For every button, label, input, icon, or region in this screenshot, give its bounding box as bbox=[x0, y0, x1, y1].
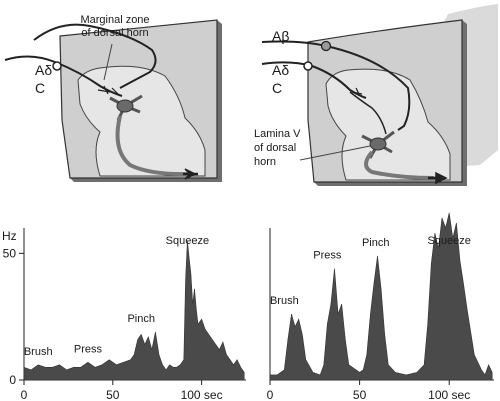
right-label-adelta: Aδ bbox=[272, 62, 289, 78]
stimulus-label: Brush bbox=[270, 295, 299, 307]
right-ganglion-cell bbox=[303, 61, 313, 71]
left-label-c: C bbox=[35, 80, 45, 96]
firing-rate-area bbox=[269, 212, 493, 381]
right-lamina-label-line3: horn bbox=[254, 156, 276, 168]
right-projection-axon bbox=[364, 150, 435, 180]
right-fiber-terminals bbox=[351, 87, 363, 97]
right-lamina-label-line1: Lamina V bbox=[254, 128, 301, 140]
stimulus-label: Pinch bbox=[362, 237, 390, 249]
left-ganglion-cell bbox=[52, 61, 62, 71]
right-lamina-v-neuron bbox=[361, 130, 395, 159]
stimulus-label: Squeeze bbox=[166, 235, 209, 247]
y-tick-label: 0 bbox=[9, 373, 16, 387]
x-tick-label: 100 sec bbox=[428, 388, 470, 401]
x-tick-label: 0 bbox=[21, 388, 28, 401]
left-afferent-fiber bbox=[4, 55, 123, 97]
right-collateral-fiber bbox=[349, 91, 387, 135]
right-abeta-fiber bbox=[261, 40, 411, 131]
right-spinal-cord-diagram: Aβ Aδ C Lamina V of dorsal horn bbox=[254, 4, 498, 186]
right-axon-arrowhead bbox=[435, 171, 448, 185]
right-label-abeta: Aβ bbox=[272, 28, 289, 44]
left-grey-matter bbox=[77, 65, 206, 177]
left-label-adelta: Aδ bbox=[35, 62, 52, 78]
left-zone-label-line2: of dorsal horn bbox=[81, 27, 148, 39]
x-tick-label: 50 bbox=[353, 388, 367, 401]
left-fiber-terminals bbox=[97, 85, 119, 95]
right-lamina-label-line2: of dorsal bbox=[254, 142, 296, 154]
right-firing-rate-chart: 0 50 100 sec Brush Press Pinch Squeeze bbox=[267, 212, 494, 401]
left-afferent-fiber-upper bbox=[33, 23, 157, 89]
left-projection-axon bbox=[115, 115, 191, 177]
stimulus-label: Squeeze bbox=[427, 235, 470, 247]
left-zone-label-line1: Marginal zone bbox=[80, 14, 149, 26]
x-tick-label: 100 sec bbox=[181, 388, 223, 401]
left-marginal-neuron bbox=[109, 94, 143, 121]
left-spinal-cord-diagram: Aδ C Marginal zone of dorsal horn bbox=[4, 14, 222, 182]
x-tick-label: 0 bbox=[267, 388, 274, 401]
left-zone-leader bbox=[103, 43, 113, 81]
stimulus-label: Press bbox=[74, 343, 103, 355]
y-axis-label: Hz bbox=[2, 229, 17, 243]
stimulus-label: Pinch bbox=[127, 313, 155, 325]
y-tick-label: 50 bbox=[3, 246, 17, 260]
right-lamina-leader bbox=[299, 145, 371, 161]
x-tick-label: 50 bbox=[106, 388, 120, 401]
right-label-c: C bbox=[272, 80, 282, 96]
stimulus-label: Press bbox=[313, 250, 342, 262]
right-abeta-ganglion bbox=[320, 40, 332, 52]
stimulus-label: Brush bbox=[24, 346, 53, 358]
firing-rate-area bbox=[23, 240, 245, 381]
